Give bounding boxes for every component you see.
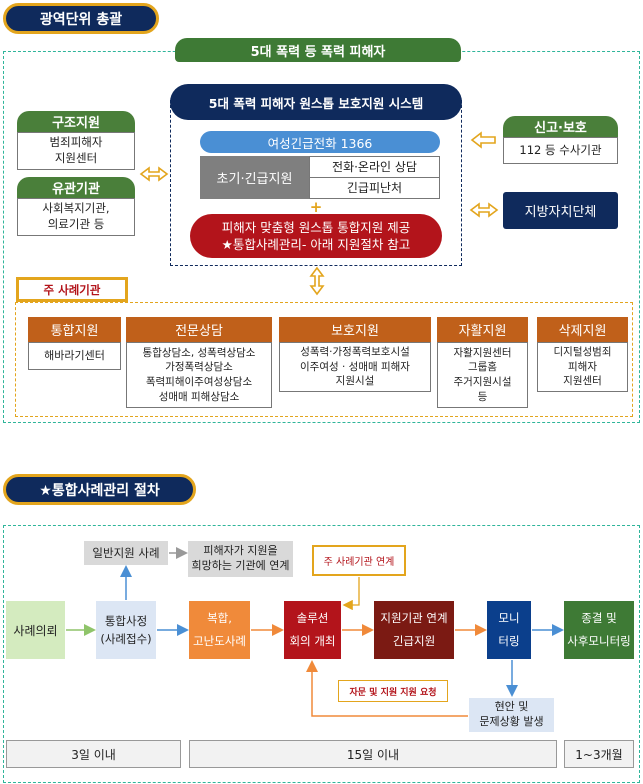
section1-title: 광역단위 총괄 [3, 3, 159, 34]
org-body-deletion: 디지털성범죄 피해자 지원센터 [537, 342, 628, 392]
monitoring-box: 모니 터링 [487, 601, 531, 659]
monitoring-2: 터링 [498, 634, 520, 648]
rescue-body: 범죄피해자 지원센터 [17, 132, 135, 170]
double-arrow-vertical-icon [309, 266, 325, 296]
org-deletion-1: 디지털성범죄 [553, 345, 612, 358]
related-header: 유관기관 [17, 177, 135, 198]
local-gov: 지방자치단체 [503, 192, 618, 229]
related-body: 사회복지기관, 의료기관 등 [17, 198, 135, 236]
org-selfsupport-1: 자활지원센터 [453, 346, 512, 359]
request-box: 사례의뢰 [6, 601, 65, 659]
general-case-box: 일반지원 사례 [84, 541, 168, 565]
org-selfsupport-3: 주거지원시설 [453, 376, 512, 388]
phone-consult: 전화·온라인 상담 [309, 156, 440, 178]
org-header-integrated: 통합지원 [28, 317, 121, 342]
complex-2: 고난도사례 [193, 634, 246, 648]
system-title: 5대 폭력 피해자 원스톱 보호지원 시스템 [170, 84, 462, 120]
support-link-1: 지원기관 연계 [380, 611, 448, 625]
hotline-bar: 여성긴급전화 1366 [200, 131, 440, 153]
complex-box: 복합, 고난도사례 [189, 601, 250, 659]
org-body-counseling: 통합상담소, 성폭력상담소 가정폭력상담소 폭력피해이주여성상담소 성매매 피해… [126, 342, 272, 408]
org-counseling-4: 성매매 피해상담소 [158, 390, 240, 403]
initial-support: 초기·긴급지원 [200, 156, 309, 199]
section2-title: ★통합사례관리 절차 [3, 474, 196, 505]
org-protection-2: 이주여성 · 성매매 피해자 [300, 360, 410, 373]
related-body-1: 사회복지기관, [42, 201, 110, 216]
org-counseling-2: 가정폭력상담소 [165, 361, 233, 374]
org-header-deletion: 삭제지원 [537, 317, 628, 342]
section1-arrows [139, 131, 499, 296]
support-link-2: 긴급지원 [392, 634, 436, 648]
integrated-support: 피해자 맞춤형 원스톱 통합지원 제공 ★통합사례관리- 아래 지원절차 참고 [190, 214, 442, 258]
org-body-protection: 성폭력·가정폭력보호시설 이주여성 · 성매매 피해자 지원시설 [279, 342, 431, 392]
solution-2: 회의 개최 [289, 634, 336, 648]
rescue-header: 구조지원 [17, 111, 135, 132]
procedure-frame [3, 525, 640, 783]
emergency-shelter: 긴급피난처 [309, 177, 440, 199]
main-case-frame [15, 302, 633, 417]
linkage-1: 피해자가 지원을 [203, 544, 278, 558]
org-body-selfsupport: 자활지원센터 그룹홈 주거지원시설 등 [437, 342, 528, 408]
related-body-2: 의료기관 등 [47, 217, 105, 231]
org-header-selfsupport: 자활지원 [437, 317, 528, 342]
solution-box: 솔루션 회의 개최 [284, 601, 341, 659]
org-body-integrated: 해바라기센터 [28, 342, 121, 370]
org-header-counseling: 전문상담 [126, 317, 272, 342]
org-deletion-3: 지원센터 [563, 375, 602, 388]
rescue-body-1: 범죄피해자 [49, 135, 103, 150]
integrated-line-1: 피해자 맞춤형 원스톱 통합지원 제공 [221, 219, 411, 235]
closure-1: 종결 및 [581, 611, 617, 625]
issue-1: 현안 및 [494, 700, 529, 714]
report-body: 112 등 수사기관 [503, 137, 618, 164]
main-case-label: 주 사례기관 [16, 277, 128, 302]
closure-2: 사후모니터링 [567, 634, 631, 648]
double-arrow-right-icon [469, 202, 499, 218]
closure-box: 종결 및 사후모니터링 [564, 601, 634, 659]
advice-box: 자문 및 지원 지원 요청 [338, 680, 448, 702]
timeline-months: 1~3개월 [564, 740, 634, 768]
rescue-body-2: 지원센터 [54, 151, 98, 165]
linkage-box: 피해자가 지원을 희망하는 기관에 연계 [188, 541, 293, 577]
arrow-issue-solution [306, 660, 468, 717]
arrow-mainlink-solution [342, 577, 360, 611]
issue-box: 현안 및 문제상황 발생 [469, 698, 554, 732]
org-selfsupport-4: 등 [477, 390, 488, 403]
intake-2: (사례접수) [100, 632, 152, 646]
org-selfsupport-2: 그룹홈 [468, 361, 497, 374]
org-counseling-3: 폭력피해이주여성상담소 [145, 376, 253, 388]
linkage-2: 희망하는 기관에 연계 [191, 559, 290, 572]
org-counseling-1: 통합상담소, 성폭력상담소 [142, 346, 256, 359]
monitoring-1: 모니 [498, 611, 520, 625]
solution-1: 솔루션 [296, 611, 329, 625]
org-header-protection: 보호지원 [279, 317, 431, 342]
victims-header: 5대 폭력 등 폭력 피해자 [175, 38, 461, 62]
integrated-line-2: ★통합사례관리- 아래 지원절차 참고 [221, 237, 411, 252]
intake-1: 통합사정 [104, 613, 148, 628]
org-protection-3: 지원시설 [335, 375, 375, 388]
main-case-link-box: 주 사례기관 연계 [312, 545, 406, 576]
arrow-left-report-icon [470, 131, 496, 149]
org-deletion-2: 피해자 [568, 360, 597, 373]
org-protection-1: 성폭력·가정폭력보호시설 [300, 345, 410, 358]
complex-1: 복합, [207, 611, 232, 625]
report-header: 신고·보호 [503, 116, 618, 137]
support-link-box: 지원기관 연계 긴급지원 [374, 601, 454, 659]
timeline-15days: 15일 이내 [189, 740, 557, 768]
intake-box: 통합사정 (사례접수) [96, 601, 156, 659]
double-arrow-left-icon [139, 166, 169, 182]
plus-sign: + [309, 198, 323, 216]
timeline-3days: 3일 이내 [6, 740, 181, 768]
issue-2: 문제상황 발생 [479, 715, 544, 728]
